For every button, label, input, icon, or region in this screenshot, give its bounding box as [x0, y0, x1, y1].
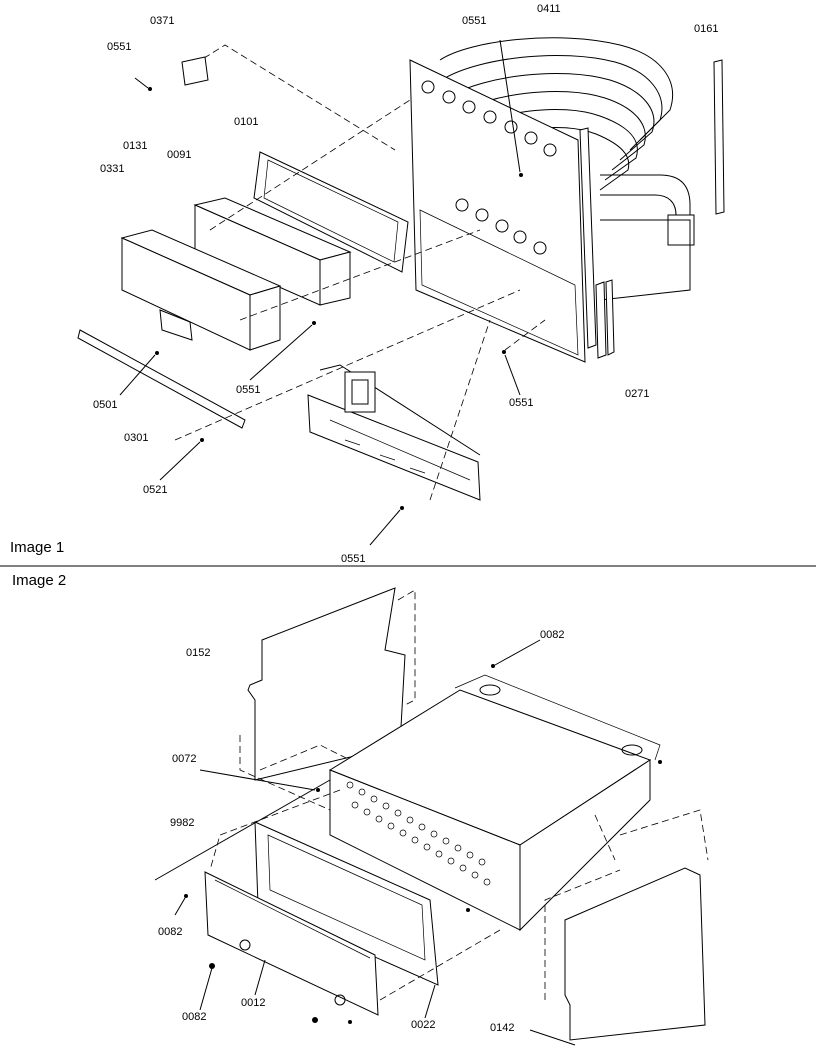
block-0131 — [120, 229, 282, 351]
label-0501: 0501 — [93, 399, 117, 411]
label-9982: 9982 — [170, 817, 194, 829]
label-0551-c: 0551 — [236, 384, 260, 396]
label-0371: 0371 — [150, 15, 174, 27]
frame-0022 — [254, 821, 439, 986]
label-0161: 0161 — [694, 23, 718, 35]
label-0411: 0411 — [537, 3, 561, 15]
bracket-0271-back — [605, 279, 615, 356]
label-0082-a: 0082 — [540, 629, 564, 641]
label-0551-b: 0551 — [462, 15, 486, 27]
label-0022: 0022 — [411, 1019, 435, 1031]
label-0551-d: 0551 — [509, 397, 533, 409]
label-0301: 0301 — [124, 432, 148, 444]
side-strip-0161 — [713, 59, 725, 215]
cabinet-box — [328, 674, 661, 932]
label-0131: 0131 — [123, 140, 147, 152]
panel-0142 — [544, 809, 709, 1041]
fasteners-image2 — [154, 639, 662, 1046]
block-0091 — [193, 197, 352, 306]
gasket-0101 — [253, 151, 409, 273]
bracket-0331 — [159, 309, 193, 341]
label-0091: 0091 — [167, 149, 191, 161]
bracket-0271 — [595, 281, 607, 359]
leader-lines-image1 — [174, 44, 546, 501]
image1-exploded-view: 0371 0551 0551 0411 0161 0131 0331 0091 … — [10, 3, 725, 565]
tube-openings-upper — [421, 80, 557, 157]
fasteners-image1 — [119, 39, 523, 546]
label-0271: 0271 — [625, 388, 649, 400]
tube-openings-lower — [455, 198, 547, 255]
label-0331: 0331 — [100, 163, 124, 175]
rail-0301 — [77, 329, 246, 429]
label-0012: 0012 — [241, 997, 265, 1009]
label-0142: 0142 — [490, 1022, 514, 1034]
clip-0371 — [181, 56, 209, 86]
label-0101: 0101 — [234, 116, 258, 128]
image2-exploded-view: Image 2 — [12, 572, 709, 1046]
burner-assembly — [307, 364, 481, 501]
front-panel — [409, 59, 586, 363]
label-0082-c: 0082 — [182, 1011, 206, 1023]
side-bracket-0411 — [579, 127, 597, 349]
label-0551-a: 0551 — [107, 41, 131, 53]
labels-image2: 0152 0082 0072 9982 0082 0082 0012 0022 … — [158, 629, 564, 1034]
label-0521: 0521 — [143, 484, 167, 496]
panel-0012 — [204, 871, 379, 1016]
label-0082-b: 0082 — [158, 926, 182, 938]
label-0072: 0072 — [172, 753, 196, 765]
front-holes — [346, 781, 491, 886]
section-label-image1: Image 1 — [10, 539, 64, 556]
label-0152: 0152 — [186, 647, 210, 659]
section-label-image2: Image 2 — [12, 572, 66, 589]
label-0551-e: 0551 — [341, 553, 365, 565]
labels-image1: 0371 0551 0551 0411 0161 0131 0331 0091 … — [10, 3, 718, 565]
